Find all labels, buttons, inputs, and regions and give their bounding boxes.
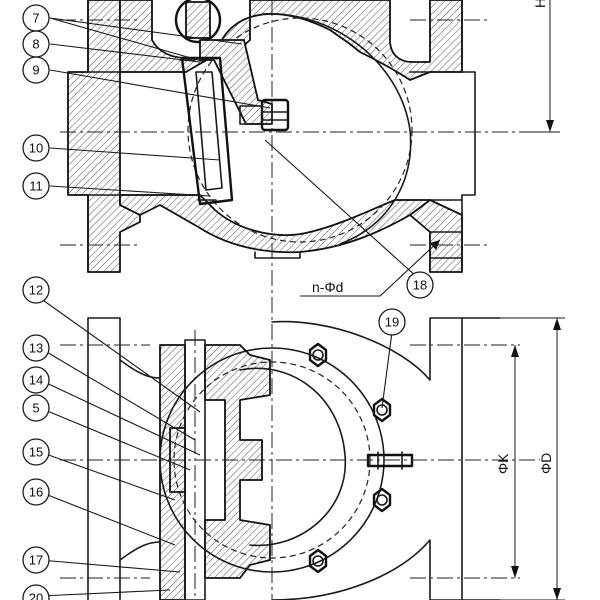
disc-cavity-circle [187, 17, 413, 243]
bolt-holes-label: n-Φd [312, 279, 343, 295]
part-bubble-8: 8 [22, 30, 50, 58]
part-bubble-14: 14 [22, 366, 50, 394]
svg-text:18: 18 [413, 278, 427, 293]
cavity-arc [239, 367, 347, 547]
valve-disc-face [195, 71, 223, 191]
outlet-bore [394, 71, 463, 201]
part-bubble-17: 17 [22, 546, 50, 574]
svg-text:13: 13 [29, 341, 43, 356]
svg-text:12: 12 [29, 283, 43, 298]
bolt-circle-dimension: ΦK [495, 345, 519, 578]
part-bubble-18: 18 [406, 271, 434, 299]
svg-text:15: 15 [29, 445, 43, 460]
body-cavity-outline [261, 13, 412, 245]
part-bubble-20: 20 [22, 584, 50, 600]
svg-text:20: 20 [29, 591, 43, 600]
part-bubble-9: 9 [22, 56, 50, 84]
svg-text:16: 16 [29, 485, 43, 500]
body-bottom-wall [119, 194, 431, 254]
disc-nut-lines [261, 111, 289, 121]
svg-text:11: 11 [29, 179, 43, 194]
section-centerlines [60, 0, 540, 600]
flange-diameter-dimension: ΦD [500, 317, 565, 600]
flange-bolt [308, 548, 328, 574]
body-top-wall [119, 0, 463, 81]
bolt-holes-callout: n-Φd [300, 239, 441, 297]
svg-text:9: 9 [32, 63, 39, 78]
part-bubble-15: 15 [22, 438, 50, 466]
left-end-flange [87, 317, 121, 600]
height-dimension: H [520, 0, 560, 133]
flange-bolt [308, 342, 328, 368]
elevation-view [87, 317, 501, 600]
cover-body-section [204, 344, 271, 579]
drain-boss [254, 251, 301, 259]
svg-text:5: 5 [32, 401, 39, 416]
right-flange-outline [461, 0, 476, 273]
right-end-flange [461, 317, 501, 600]
flange-bolt [372, 487, 392, 513]
height-label: H [532, 0, 548, 8]
svg-text:8: 8 [32, 37, 39, 52]
hinge-pin-boss [174, 0, 222, 44]
svg-text:10: 10 [29, 141, 43, 156]
svg-text:7: 7 [32, 11, 39, 26]
svg-text:19: 19 [385, 315, 399, 330]
part-bubble-16: 16 [22, 478, 50, 506]
disc-bolt [239, 105, 263, 125]
body-flange-outline [271, 317, 463, 600]
part-bubble-13: 13 [22, 334, 50, 362]
part-bubble-5: 5 [22, 394, 50, 422]
section-view [67, 0, 476, 273]
part-bubble-7: 7 [22, 4, 50, 32]
part-bubble-10: 10 [22, 134, 50, 162]
bolt-hole-right [429, 231, 463, 259]
leader-lines [39, 17, 419, 597]
svg-text:17: 17 [29, 553, 43, 568]
bolt-circle-label: ΦK [495, 453, 511, 474]
part-bubble-11: 11 [22, 172, 50, 200]
valve-disc [180, 56, 234, 206]
elevation-centerlines [60, 344, 540, 579]
hinge-pin-hatch [185, 1, 211, 39]
part-bubble-19: 19 [378, 308, 406, 336]
svg-text:14: 14 [29, 373, 43, 388]
part-bubble-12: 12 [22, 276, 50, 304]
inlet-bore [87, 71, 201, 196]
flange-diameter-label: ΦD [538, 453, 554, 474]
locating-pin [366, 453, 414, 468]
left-body-neck [119, 359, 161, 561]
flange-bolt [372, 397, 392, 423]
